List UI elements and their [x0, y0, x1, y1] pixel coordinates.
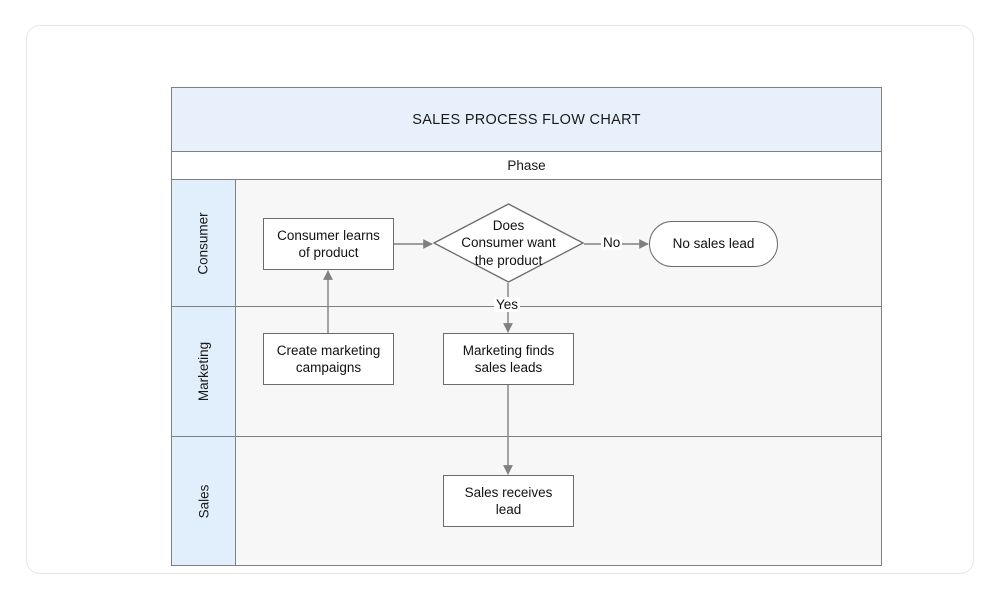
content-card: SALES PROCESS FLOW CHART Phase Consumer …	[26, 25, 974, 574]
edge-label-no: No	[601, 235, 623, 250]
lane-label-consumer: Consumer	[196, 211, 211, 275]
chart-title: SALES PROCESS FLOW CHART	[412, 111, 641, 128]
node-label: No sales lead	[672, 236, 755, 252]
flowchart-frame: SALES PROCESS FLOW CHART Phase Consumer …	[171, 87, 882, 566]
decision-diamond-shape	[433, 203, 584, 283]
phase-header-row: Phase	[172, 152, 881, 180]
lane-label-marketing: Marketing	[196, 341, 211, 402]
phase-header-label: Phase	[507, 158, 546, 173]
lane-header-sales: Sales	[172, 437, 236, 565]
edge-label-yes: Yes	[494, 297, 521, 312]
chart-title-row: SALES PROCESS FLOW CHART	[172, 88, 881, 152]
lane-header-marketing: Marketing	[172, 307, 236, 436]
lane-label-sales: Sales	[196, 484, 211, 518]
node-no-sales-lead[interactable]: No sales lead	[649, 221, 778, 267]
lane-header-consumer: Consumer	[172, 180, 236, 306]
